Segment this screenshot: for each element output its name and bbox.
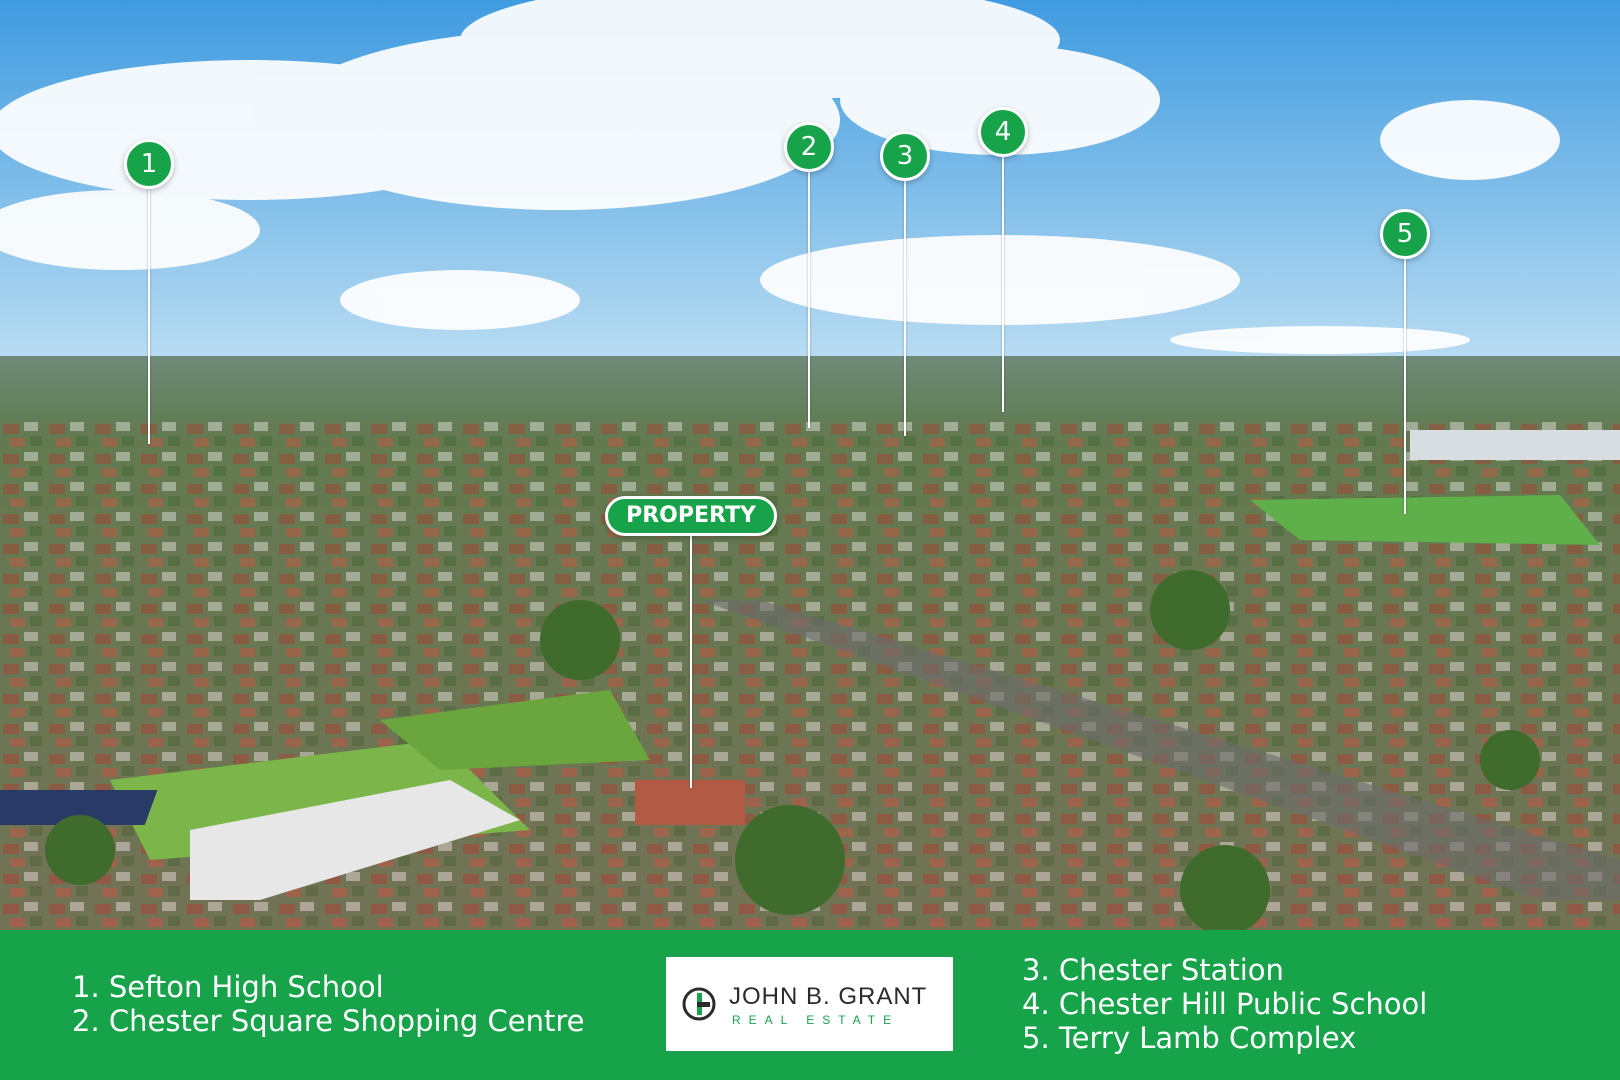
marker-1-line (148, 188, 150, 444)
legend-left: 1. Sefton High School 2. Chester Square … (72, 970, 585, 1038)
legend-item-5: 5. Terry Lamb Complex (1022, 1021, 1357, 1055)
marker-2: 2 (784, 122, 834, 172)
aerial-scene (0, 0, 1620, 930)
marker-3-line (904, 180, 906, 436)
marker-5-line (1404, 258, 1406, 514)
agency-logo: JOHN B. GRANT REAL ESTATE (666, 957, 953, 1051)
marker-1: 1 (124, 139, 174, 189)
legend-item-3: 3. Chester Station (1022, 953, 1284, 987)
property-line (690, 536, 692, 788)
legend-item-4: 4. Chester Hill Public School (1022, 987, 1428, 1021)
legend-right: 3. Chester Station 4. Chester Hill Publi… (1022, 953, 1427, 1055)
logo-name: JOHN B. GRANT (729, 983, 928, 1010)
marker-4: 4 (978, 107, 1028, 157)
legend-item-2: 2. Chester Square Shopping Centre (72, 1004, 585, 1038)
property-label: PROPERTY (605, 496, 777, 536)
logo-mark-icon (682, 987, 716, 1021)
legend-item-1: 1. Sefton High School (72, 970, 384, 1004)
marker-4-line (1002, 156, 1004, 412)
marker-2-line (808, 172, 810, 428)
aerial-photo (0, 0, 1620, 930)
marker-5: 5 (1380, 209, 1430, 259)
logo-subtitle: REAL ESTATE (732, 1013, 900, 1027)
marker-3: 3 (880, 131, 930, 181)
